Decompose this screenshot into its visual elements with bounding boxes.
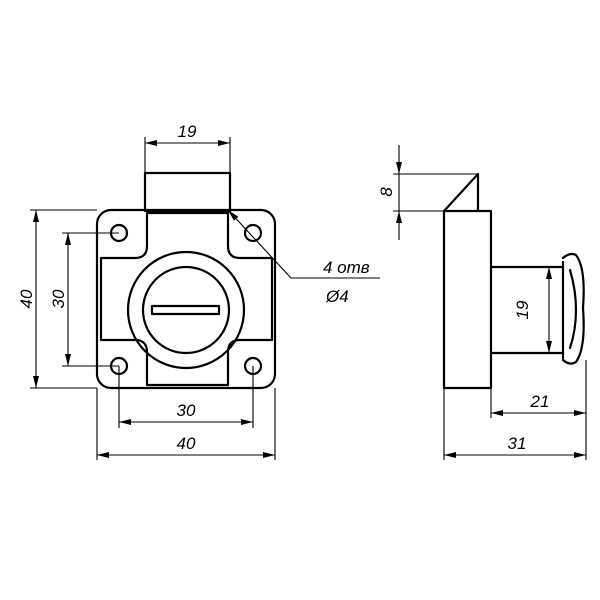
side-bolt bbox=[442, 172, 480, 213]
dim-depth-inner: 21 bbox=[530, 392, 550, 411]
side-dimensions: 8 19 21 31 bbox=[377, 145, 587, 460]
callout-leader bbox=[227, 209, 292, 279]
dim-top-width: 19 bbox=[178, 122, 197, 141]
callout-hole-count: 4 отв bbox=[323, 258, 370, 277]
front-dimensions: 19 40 30 30 40 4 отв Ø4 bbox=[17, 122, 380, 460]
callout-hole-diameter: Ø4 bbox=[325, 287, 349, 306]
dim-outer-height: 40 bbox=[17, 289, 36, 308]
side-plate bbox=[442, 209, 493, 390]
side-cylinder-cap-inner bbox=[568, 268, 578, 350]
plate-inner-outline bbox=[99, 211, 274, 387]
dim-depth-total: 31 bbox=[508, 434, 527, 453]
dim-bolt-height: 8 bbox=[377, 187, 396, 197]
dim-hole-width: 30 bbox=[177, 401, 196, 420]
dim-body-height: 19 bbox=[513, 300, 532, 319]
mounting-plate bbox=[95, 208, 277, 390]
dim-outer-width: 40 bbox=[177, 434, 196, 453]
side-view bbox=[442, 172, 585, 390]
mounting-hole-top-right bbox=[243, 223, 263, 243]
key-slot bbox=[150, 304, 221, 316]
lock-cylinder-outer bbox=[126, 250, 246, 370]
lock-cylinder-inner bbox=[141, 265, 231, 355]
side-cylinder-cap bbox=[561, 252, 585, 365]
dim-hole-height: 30 bbox=[49, 289, 68, 308]
lock-bolt bbox=[143, 171, 232, 213]
front-view bbox=[95, 171, 277, 390]
